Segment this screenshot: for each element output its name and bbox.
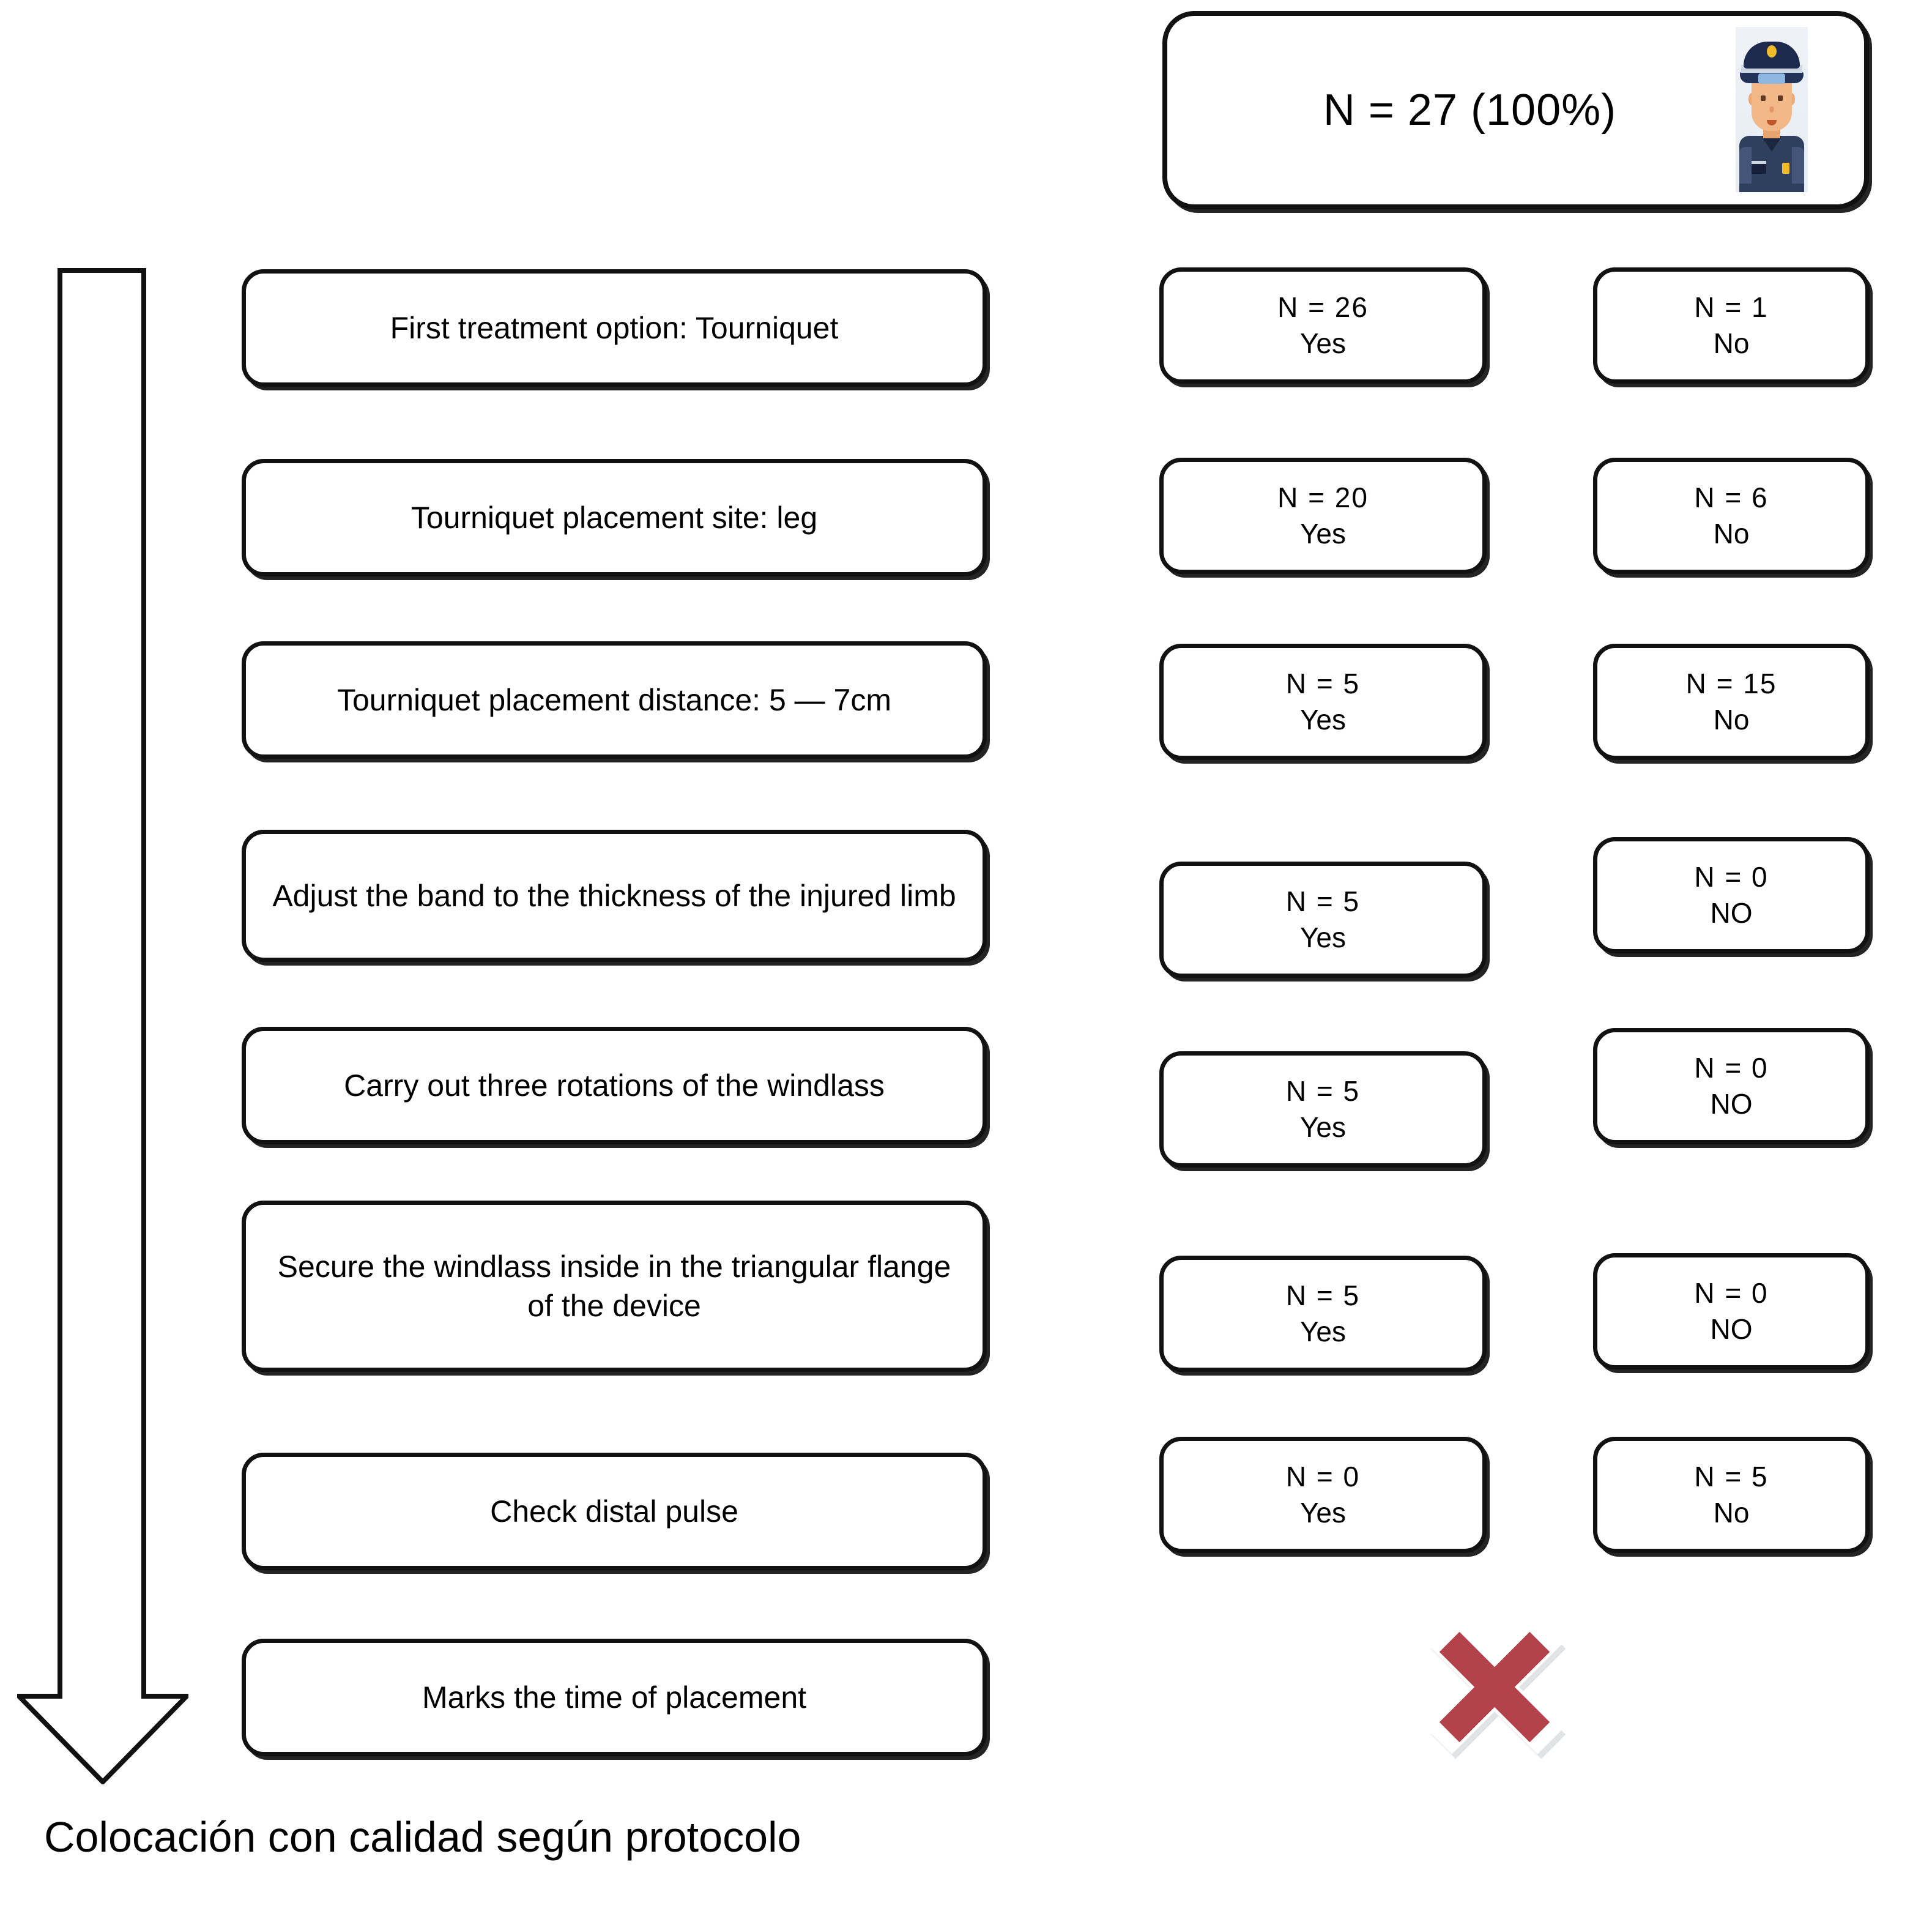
yes-box-3: N = 5 Yes — [1159, 644, 1487, 760]
yes-label-1: Yes — [1299, 327, 1347, 359]
no-label-6: NO — [1710, 1313, 1753, 1345]
red-cross-x-icon — [1418, 1611, 1571, 1764]
no-count-1: N = 1 — [1694, 291, 1769, 324]
step-box-3: Tourniquet placement distance: 5 — 7cm — [242, 641, 987, 759]
no-label-2: No — [1713, 518, 1750, 549]
no-count-7: N = 5 — [1694, 1461, 1769, 1493]
yes-label-7: Yes — [1299, 1497, 1347, 1529]
down-arrow-icon — [13, 268, 193, 1786]
step-label-2: Tourniquet placement site: leg — [411, 501, 818, 535]
yes-box-4: N = 5 Yes — [1159, 862, 1487, 978]
yes-label-5: Yes — [1299, 1111, 1347, 1143]
no-count-4: N = 0 — [1694, 861, 1769, 893]
yes-count-6: N = 5 — [1285, 1280, 1361, 1312]
step-label-4: Adjust the band to the thickness of the … — [272, 879, 956, 913]
bottom-caption: Colocación con calidad según protocolo — [44, 1813, 801, 1861]
yes-box-7: N = 0 Yes — [1159, 1437, 1487, 1553]
yes-count-2: N = 20 — [1277, 482, 1369, 514]
step-box-8: Marks the time of placement — [242, 1639, 987, 1756]
no-box-5: N = 0 NO — [1593, 1028, 1870, 1144]
step-box-2: Tourniquet placement site: leg — [242, 459, 987, 576]
yes-label-4: Yes — [1299, 922, 1347, 953]
yes-label-3: Yes — [1299, 704, 1347, 736]
step-box-7: Check distal pulse — [242, 1453, 987, 1570]
no-box-2: N = 6 No — [1593, 458, 1870, 574]
yes-box-2: N = 20 Yes — [1159, 458, 1487, 574]
step-label-6: Secure the windlass inside in the triang… — [277, 1250, 951, 1323]
yes-label-6: Yes — [1299, 1316, 1347, 1347]
no-label-5: NO — [1710, 1088, 1753, 1120]
step-box-1: First treatment option: Tourniquet — [242, 269, 987, 387]
no-count-2: N = 6 — [1694, 482, 1769, 514]
step-box-5: Carry out three rotations of the windlas… — [242, 1027, 987, 1144]
step-label-1: First treatment option: Tourniquet — [390, 311, 839, 345]
step-label-3: Tourniquet placement distance: 5 — 7cm — [336, 683, 892, 717]
no-box-7: N = 5 No — [1593, 1437, 1870, 1553]
yes-count-3: N = 5 — [1285, 668, 1361, 700]
header-total-box: N = 27 (100%) — [1162, 11, 1869, 209]
step-label-8: Marks the time of placement — [422, 1680, 807, 1715]
yes-label-2: Yes — [1299, 518, 1347, 549]
yes-count-4: N = 5 — [1285, 885, 1361, 918]
step-label-5: Carry out three rotations of the windlas… — [344, 1068, 885, 1103]
police-officer-avatar-icon — [1736, 27, 1808, 192]
no-box-4: N = 0 NO — [1593, 837, 1870, 953]
no-label-7: No — [1713, 1497, 1750, 1529]
no-count-5: N = 0 — [1694, 1052, 1769, 1084]
no-count-6: N = 0 — [1694, 1277, 1769, 1309]
yes-count-5: N = 5 — [1285, 1075, 1361, 1108]
no-label-1: No — [1713, 327, 1750, 359]
step-box-6: Secure the windlass inside in the triang… — [242, 1201, 987, 1372]
yes-count-7: N = 0 — [1285, 1461, 1361, 1493]
yes-count-1: N = 26 — [1277, 291, 1369, 324]
no-box-3: N = 15 No — [1593, 644, 1870, 760]
no-box-6: N = 0 NO — [1593, 1253, 1870, 1369]
header-total-label: N = 27 (100%) — [1323, 85, 1617, 135]
step-label-7: Check distal pulse — [490, 1494, 738, 1529]
yes-box-6: N = 5 Yes — [1159, 1256, 1487, 1372]
no-label-3: No — [1713, 704, 1750, 736]
no-count-3: N = 15 — [1685, 668, 1777, 700]
step-box-4: Adjust the band to the thickness of the … — [242, 830, 987, 962]
no-label-4: NO — [1710, 897, 1753, 929]
